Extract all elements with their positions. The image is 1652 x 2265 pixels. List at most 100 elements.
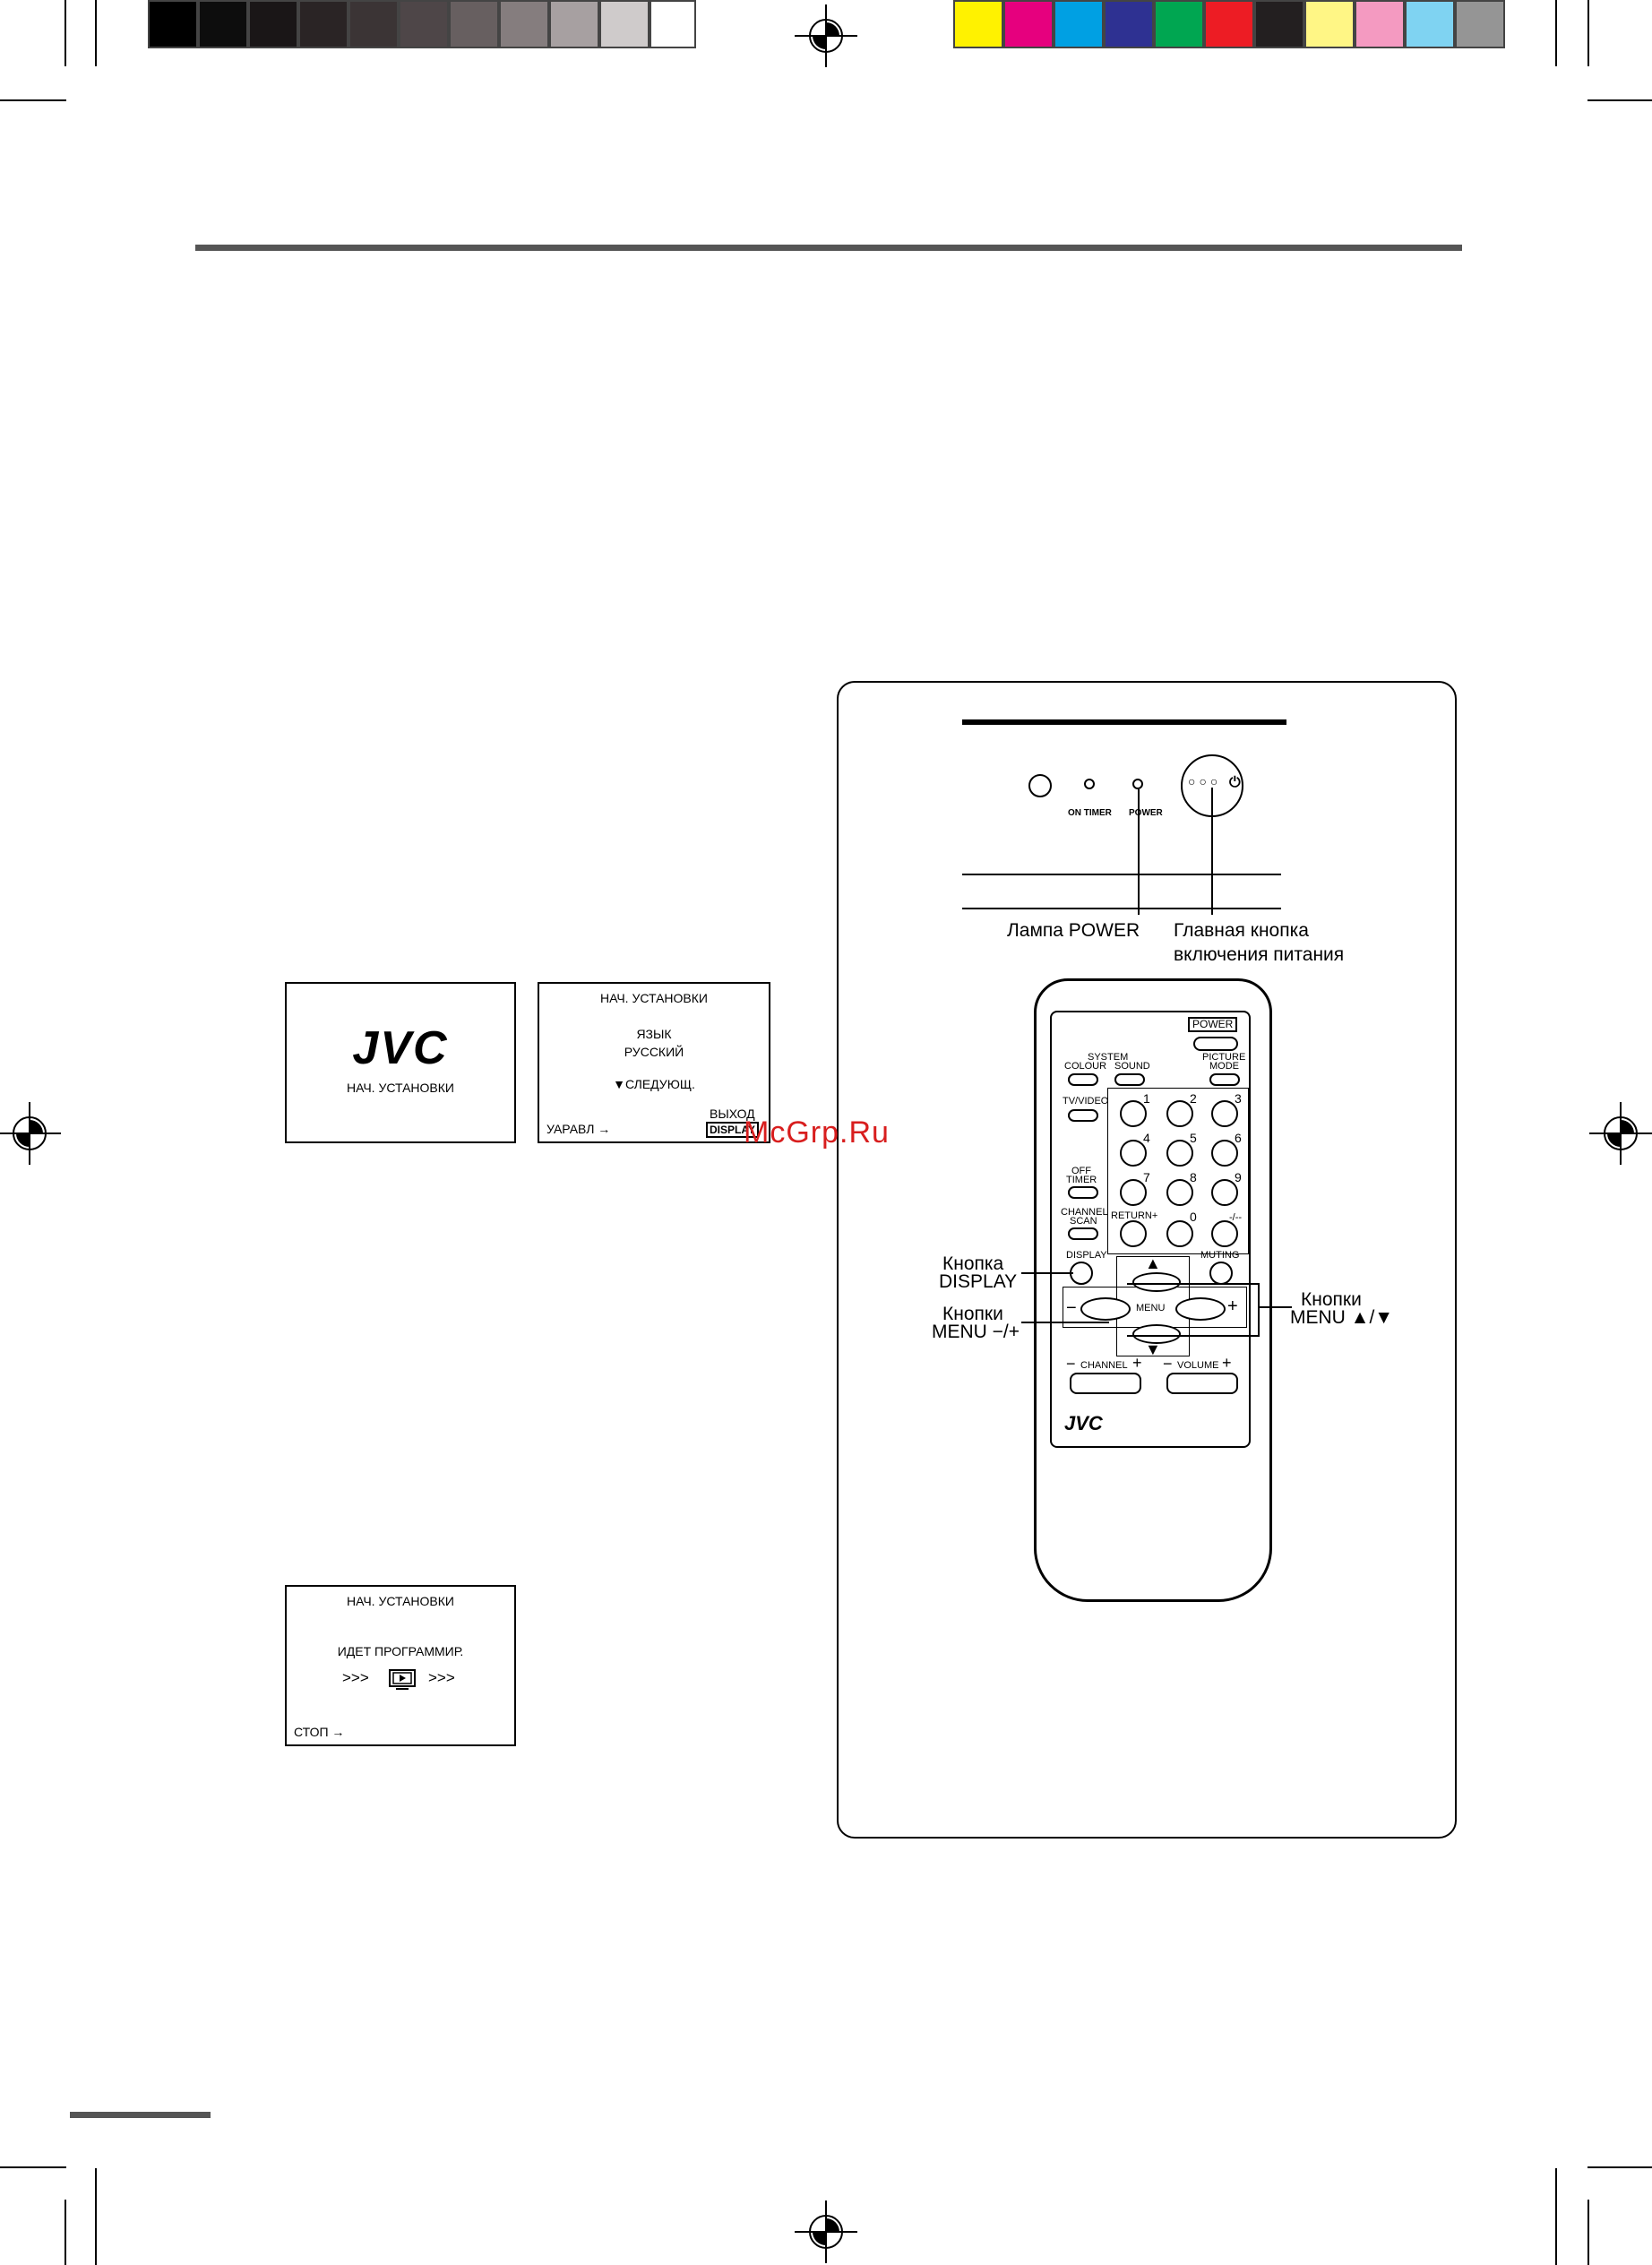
progress-left: >>> bbox=[342, 1669, 369, 1686]
main-power-callout-1: Главная кнопка bbox=[1174, 920, 1309, 941]
remote-jvc-logo: JVC bbox=[1064, 1412, 1103, 1434]
digit-0-label: 0 bbox=[1190, 1210, 1197, 1224]
programming-status: ИДЕТ ПРОГРАММИР. bbox=[337, 1644, 464, 1658]
menu-pm-leader bbox=[1021, 1322, 1109, 1323]
display-callout-1: Кнопка bbox=[942, 1253, 1004, 1274]
volume-key[interactable] bbox=[1166, 1373, 1238, 1394]
channel-plus-icon: + bbox=[1132, 1354, 1142, 1372]
grey-swatch bbox=[650, 0, 696, 48]
tv-screen-logo: JVC НАЧ. УСТАНОВКИ bbox=[285, 982, 516, 1143]
digit-8-key[interactable] bbox=[1166, 1179, 1193, 1206]
crop-mark bbox=[1587, 2200, 1589, 2265]
picture-mode-key[interactable] bbox=[1209, 1073, 1240, 1086]
colour-key[interactable] bbox=[1068, 1073, 1098, 1086]
crop-mark bbox=[1587, 0, 1589, 66]
digit-2-key[interactable] bbox=[1166, 1100, 1193, 1127]
crop-mark bbox=[0, 2166, 66, 2168]
digit-1-label: 1 bbox=[1143, 1091, 1150, 1106]
on-timer-lamp bbox=[1084, 779, 1095, 789]
off-timer-key[interactable] bbox=[1068, 1186, 1098, 1199]
volume-minus-icon: − bbox=[1163, 1355, 1173, 1373]
digit-1-key[interactable] bbox=[1120, 1100, 1147, 1127]
menu-ud-leader bbox=[1260, 1306, 1292, 1308]
volume-plus-icon: + bbox=[1222, 1354, 1232, 1372]
color-swatch bbox=[1104, 0, 1154, 48]
tv-screen-language: НАЧ. УСТАНОВКИ ЯЗЫК РУССКИЙ ▼СЛЕДУЮЩ. ВЫ… bbox=[538, 982, 770, 1143]
menu-plus-key[interactable] bbox=[1175, 1297, 1226, 1321]
channel-scan-label-1: CHANNEL bbox=[1061, 1207, 1108, 1218]
display-label: DISPLAY bbox=[1066, 1250, 1107, 1261]
color-swatch bbox=[1204, 0, 1254, 48]
power-main-button bbox=[1028, 774, 1052, 797]
return-key[interactable] bbox=[1120, 1220, 1147, 1247]
main-switch-leader bbox=[1211, 788, 1213, 915]
power-lamp-callout: Лампа POWER bbox=[1007, 920, 1140, 941]
digit-3-key[interactable] bbox=[1211, 1100, 1238, 1127]
screen-caption: НАЧ. УСТАНОВКИ bbox=[347, 1081, 454, 1095]
crop-mark bbox=[1555, 0, 1557, 66]
mode-label: MODE bbox=[1209, 1061, 1239, 1072]
crop-mark bbox=[1555, 2168, 1557, 2265]
dash-key[interactable] bbox=[1211, 1220, 1238, 1247]
registration-mark-icon bbox=[795, 2200, 857, 2263]
volume-label: VOLUME bbox=[1177, 1360, 1219, 1371]
minus-sign-icon: − bbox=[1066, 1298, 1077, 1318]
digit-4-key[interactable] bbox=[1120, 1140, 1147, 1167]
registration-mark-icon bbox=[795, 4, 857, 67]
display-leader bbox=[1021, 1272, 1073, 1274]
power-symbol-icon: ⏻ bbox=[1229, 775, 1241, 790]
digit-4-label: 4 bbox=[1143, 1131, 1150, 1145]
menu-up-key[interactable] bbox=[1132, 1272, 1181, 1292]
next-item: ▼СЛЕДУЮЩ. bbox=[613, 1077, 695, 1091]
menu-down-key[interactable] bbox=[1132, 1324, 1181, 1344]
main-switch-dots: ○○○ bbox=[1188, 774, 1222, 788]
tv-video-key[interactable] bbox=[1068, 1109, 1098, 1122]
crop-mark bbox=[95, 0, 97, 66]
header-rule bbox=[195, 245, 1462, 251]
menu-ud-callout-1: Кнопки bbox=[1301, 1289, 1362, 1310]
numpad-frame bbox=[1107, 1088, 1249, 1254]
crop-mark bbox=[1587, 99, 1652, 101]
language-label: ЯЗЫК bbox=[636, 1027, 672, 1041]
digit-8-label: 8 bbox=[1190, 1170, 1197, 1184]
digit-5-key[interactable] bbox=[1166, 1140, 1193, 1167]
grey-swatch bbox=[599, 0, 650, 48]
digit-5-label: 5 bbox=[1190, 1131, 1197, 1145]
down-arrow-icon: ▼ bbox=[1145, 1340, 1161, 1358]
tv-line bbox=[962, 908, 1281, 909]
power-key[interactable] bbox=[1193, 1037, 1238, 1051]
color-swatch bbox=[1405, 0, 1455, 48]
menu-minus-key[interactable] bbox=[1080, 1297, 1131, 1321]
crop-mark bbox=[95, 2168, 97, 2265]
illustration-panel bbox=[837, 681, 1457, 1839]
digit-6-key[interactable] bbox=[1211, 1140, 1238, 1167]
power-lamp-leader bbox=[1138, 789, 1140, 915]
digit-9-label: 9 bbox=[1235, 1170, 1242, 1184]
sound-key[interactable] bbox=[1114, 1073, 1145, 1086]
digit-0-key[interactable] bbox=[1166, 1220, 1193, 1247]
grey-swatch bbox=[399, 0, 449, 48]
grey-swatch bbox=[298, 0, 348, 48]
muting-key[interactable] bbox=[1209, 1262, 1233, 1285]
system-label: SYSTEM bbox=[1088, 1052, 1129, 1063]
tv-top-edge bbox=[962, 719, 1286, 725]
grey-swatch-strip bbox=[148, 0, 696, 48]
picture-label: PICTURE bbox=[1202, 1052, 1246, 1063]
stop-hint: СТОП → bbox=[294, 1725, 345, 1739]
digit-9-key[interactable] bbox=[1211, 1179, 1238, 1206]
grey-swatch bbox=[348, 0, 399, 48]
grey-swatch bbox=[248, 0, 298, 48]
power-key-label: POWER bbox=[1188, 1017, 1238, 1032]
channel-key[interactable] bbox=[1070, 1373, 1141, 1394]
tv-screen-programming: НАЧ. УСТАНОВКИ ИДЕТ ПРОГРАММИР. >>> >>> … bbox=[285, 1585, 516, 1746]
color-swatch bbox=[1054, 0, 1104, 48]
dash-label: -/-- bbox=[1229, 1212, 1243, 1223]
grey-swatch bbox=[148, 0, 198, 48]
color-swatch bbox=[1304, 0, 1355, 48]
remote-body bbox=[1034, 978, 1272, 1602]
color-swatch bbox=[1003, 0, 1054, 48]
channel-scan-key[interactable] bbox=[1068, 1227, 1098, 1240]
timer-label: TIMER bbox=[1066, 1175, 1097, 1185]
power-label: POWER bbox=[1129, 808, 1163, 818]
digit-7-key[interactable] bbox=[1120, 1179, 1147, 1206]
